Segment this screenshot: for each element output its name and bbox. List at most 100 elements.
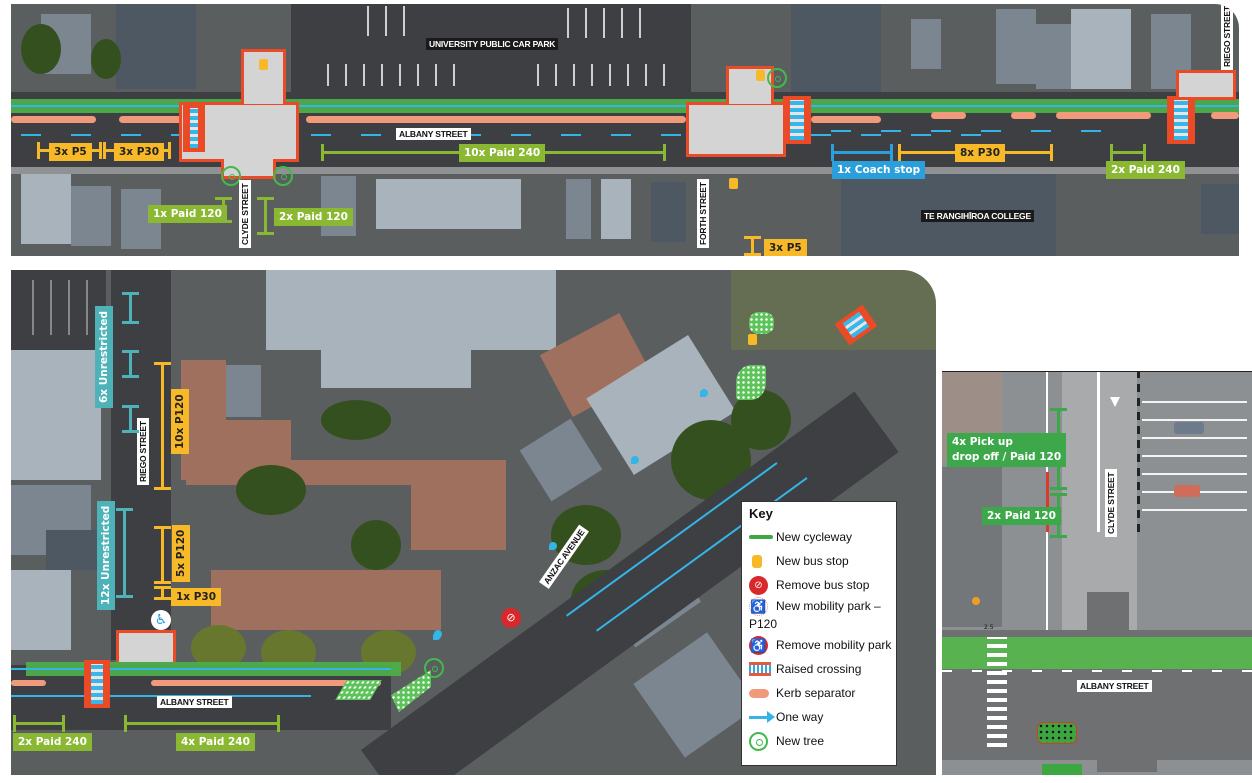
- label-albany-street: ALBANY STREET: [157, 696, 232, 708]
- albany-side-road: [1097, 742, 1157, 772]
- parking-label: 3x P5: [764, 239, 807, 256]
- parking-extent-bar: [744, 236, 761, 256]
- parking-extent-bar: [122, 292, 139, 324]
- building: [996, 9, 1036, 84]
- grass-area: [731, 270, 936, 350]
- building: [376, 179, 521, 229]
- parking-extent-bar: [154, 586, 171, 600]
- new-garden-area: [1037, 722, 1077, 744]
- bus-stop-icon: [756, 70, 765, 81]
- parking-label: 4x Paid 240: [176, 733, 255, 751]
- raised-crossing: [183, 104, 205, 152]
- bus-stop-icon: [752, 554, 762, 568]
- legend-label: New mobility park –: [776, 599, 881, 613]
- remove-mobility-park-icon: ♿: [749, 635, 768, 655]
- no-stopping-line: [1046, 472, 1049, 532]
- parking-bays: [311, 64, 461, 86]
- new-tree-icon: [424, 658, 444, 678]
- parking-label: 3x P30: [114, 143, 165, 161]
- parking-label-line: drop off / Paid 120: [952, 451, 1062, 463]
- raised-side-street-forth-north: [726, 66, 774, 104]
- parking-label: 1x Paid 120: [148, 205, 227, 223]
- map-legend: Key New cycleway New bus stop ⊘Remove bu…: [741, 501, 897, 766]
- building: [321, 176, 356, 236]
- remove-bus-stop-icon: ⊘: [749, 575, 768, 595]
- parking-label: 1x P30: [171, 588, 222, 606]
- raised-crossing: [1167, 96, 1195, 144]
- label-te-rangihiroa-college: TE RANGIHĪROA COLLEGE: [921, 210, 1034, 222]
- label-forth-street: FORTH STREET: [697, 179, 709, 248]
- raised-crossing-icon: [749, 662, 771, 676]
- building: [519, 418, 603, 502]
- label-albany-street: ALBANY STREET: [396, 128, 471, 140]
- kerb-separator: [11, 680, 46, 686]
- parking-label: 1x Coach stop: [832, 161, 926, 179]
- cycleway-centre-line: [11, 668, 391, 670]
- tree-canopy: [91, 39, 121, 79]
- raised-crossing: [84, 660, 110, 708]
- parking-extent-bar: [122, 350, 139, 378]
- legend-item: Kerb separator: [749, 681, 889, 705]
- raised-intersection-forth: [686, 102, 786, 157]
- new-tree-icon: [767, 68, 787, 88]
- parked-car: [1174, 422, 1204, 434]
- parking-label: 2x Paid 120: [274, 208, 353, 226]
- parking-extent-bar: [116, 508, 133, 598]
- new-tree-icon: [273, 166, 293, 186]
- legend-item: Raised crossing: [749, 657, 889, 681]
- parking-label: 4x Pick up drop off / Paid 120: [947, 433, 1067, 467]
- building: [1036, 24, 1071, 89]
- parking-label: 2x Paid 240: [13, 733, 92, 751]
- parking-label-line: 4x Pick up: [952, 436, 1013, 448]
- building: [791, 4, 881, 92]
- parking-label: 2x Paid 120: [982, 507, 1061, 525]
- mobility-park-icon: ♿: [151, 610, 171, 630]
- parking-bays: [16, 280, 101, 335]
- lane-line: [311, 134, 981, 136]
- parking-extent-bar: [1110, 144, 1146, 161]
- one-way-arrow-icon: [749, 710, 775, 723]
- kerb-separator-icon: [749, 688, 769, 698]
- parking-bays: [551, 8, 641, 38]
- building: [116, 4, 196, 89]
- building: [226, 365, 261, 417]
- legend-item: ⊘Remove bus stop: [749, 573, 889, 597]
- lane-line: [1097, 372, 1100, 532]
- parking-extent-bar: [831, 144, 893, 161]
- raised-crossing: [783, 96, 811, 144]
- building: [566, 179, 591, 239]
- building: [911, 19, 941, 69]
- parking-label: 2x Paid 240: [1106, 161, 1185, 179]
- bus-stop-icon: [729, 178, 738, 189]
- kerb-separator: [1056, 112, 1151, 119]
- dimension-label: 2.5: [984, 624, 994, 631]
- legend-label: Remove mobility park: [776, 638, 892, 652]
- legend-label: Raised crossing: [776, 662, 862, 676]
- parking-extent-bar: [257, 197, 274, 235]
- one-way-marker: [549, 542, 557, 550]
- lane-line: [21, 134, 181, 136]
- parking-extent-bar: [154, 362, 171, 490]
- one-way-marker: [700, 389, 708, 397]
- one-way-marker: [631, 456, 639, 464]
- new-garden-area: [736, 365, 766, 400]
- building: [321, 338, 471, 388]
- tree-canopy: [321, 400, 391, 440]
- legend-item: ♿New mobility park –: [749, 596, 889, 616]
- kerb-separator: [1211, 112, 1239, 119]
- legend-label: New bus stop: [776, 554, 849, 568]
- label-clyde-street: CLYDE STREET: [239, 180, 251, 248]
- label-clyde-street: CLYDE STREET: [1105, 469, 1117, 537]
- zebra-crossing: [987, 637, 1007, 747]
- kerb-separator: [306, 116, 686, 123]
- kerb-separator: [931, 112, 966, 119]
- kerb-separator: [11, 116, 96, 123]
- tree-canopy: [351, 520, 401, 570]
- parking-extent-bar: [154, 526, 171, 584]
- legend-label: P120: [749, 617, 778, 631]
- parking-label: 5x P120: [172, 524, 190, 582]
- building: [11, 570, 71, 650]
- label-riego-street: RIEGO STREET: [1221, 4, 1233, 70]
- label-car-park: UNIVERSITY PUBLIC CAR PARK: [426, 38, 559, 50]
- building: [266, 270, 556, 350]
